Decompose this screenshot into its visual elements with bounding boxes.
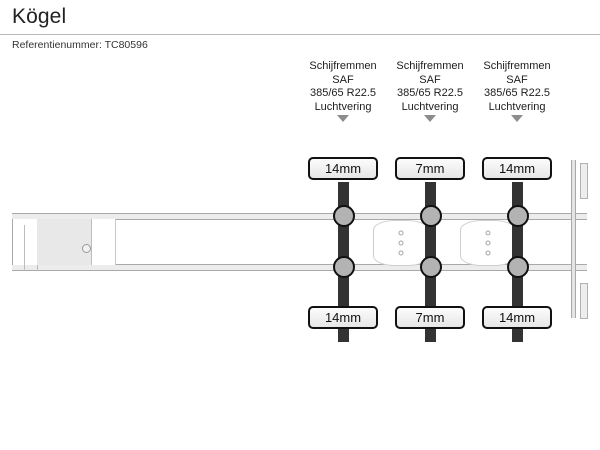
axle-2-brake-type: Schijfremmen	[396, 60, 464, 72]
axle-annotation-1: Schijfremmen SAF 385/65 R22.5 Luchtverin…	[297, 60, 389, 122]
rear-crossmember	[571, 160, 576, 318]
axle-3-make: SAF	[506, 73, 528, 86]
suspension-hanger-1	[373, 220, 429, 266]
suspension-hanger-2	[460, 220, 516, 266]
wheel-hub-axle-2-right	[420, 256, 442, 278]
axle-3-tyre-size: 385/65 R22.5	[483, 87, 551, 99]
axle-1-make: SAF	[332, 73, 354, 86]
nose-divider-1	[24, 225, 25, 271]
axle-2-tyre-size: 385/65 R22.5	[396, 87, 464, 99]
chevron-down-icon	[337, 115, 349, 122]
frame-rail-bottom	[12, 264, 574, 271]
tread-badge-axle-3-left: 14mm	[482, 157, 552, 180]
axle-1-tyre-size: 385/65 R22.5	[309, 87, 377, 99]
axle-2-suspension: Luchtvering	[401, 100, 459, 113]
kingpin-plate	[37, 219, 92, 265]
wheel-hub-axle-2-left	[420, 205, 442, 227]
tread-badge-axle-1-right: 14mm	[308, 306, 378, 329]
kingpin-icon	[82, 244, 91, 253]
axle-1-suspension: Luchtvering	[314, 100, 372, 113]
hanger-dot	[398, 240, 404, 246]
axle-1-brake-type: Schijfremmen	[309, 60, 377, 72]
tread-badge-axle-2-left: 7mm	[395, 157, 465, 180]
axle-annotation-2: Schijfremmen SAF 385/65 R22.5 Luchtverin…	[384, 60, 476, 122]
rear-bumper-tab-bottom	[580, 283, 588, 319]
rear-frame-stub-bottom	[565, 264, 587, 271]
wheel-hub-axle-3-right	[507, 256, 529, 278]
hanger-dot-group	[398, 230, 404, 256]
axle-3-suspension: Luchtvering	[488, 100, 546, 113]
frame-rail-top	[12, 213, 574, 220]
wheel-hub-axle-1-right	[333, 256, 355, 278]
chevron-down-icon	[424, 115, 436, 122]
hanger-dot	[398, 230, 404, 236]
header-divider	[0, 34, 600, 35]
axle-annotation-3: Schijfremmen SAF 385/65 R22.5 Luchtverin…	[471, 60, 563, 122]
wheel-hub-axle-1-left	[333, 205, 355, 227]
page-title: Kögel	[12, 5, 67, 28]
hanger-dot	[485, 250, 491, 256]
axle-2-make: SAF	[419, 73, 441, 86]
chevron-down-icon	[511, 115, 523, 122]
wheel-hub-axle-3-left	[507, 205, 529, 227]
axle-3-brake-type: Schijfremmen	[483, 60, 551, 72]
tread-badge-axle-2-right: 7mm	[395, 306, 465, 329]
tread-badge-axle-1-left: 14mm	[308, 157, 378, 180]
reference-number-label: Referentienummer: TC80596	[12, 39, 148, 51]
chassis-frame	[12, 213, 574, 271]
hanger-dot	[398, 250, 404, 256]
rear-bumper-tab-top	[580, 163, 588, 199]
rear-frame-stub-top	[565, 213, 587, 220]
hanger-dot-group	[485, 230, 491, 256]
hanger-dot	[485, 240, 491, 246]
hanger-dot	[485, 230, 491, 236]
tread-badge-axle-3-right: 14mm	[482, 306, 552, 329]
